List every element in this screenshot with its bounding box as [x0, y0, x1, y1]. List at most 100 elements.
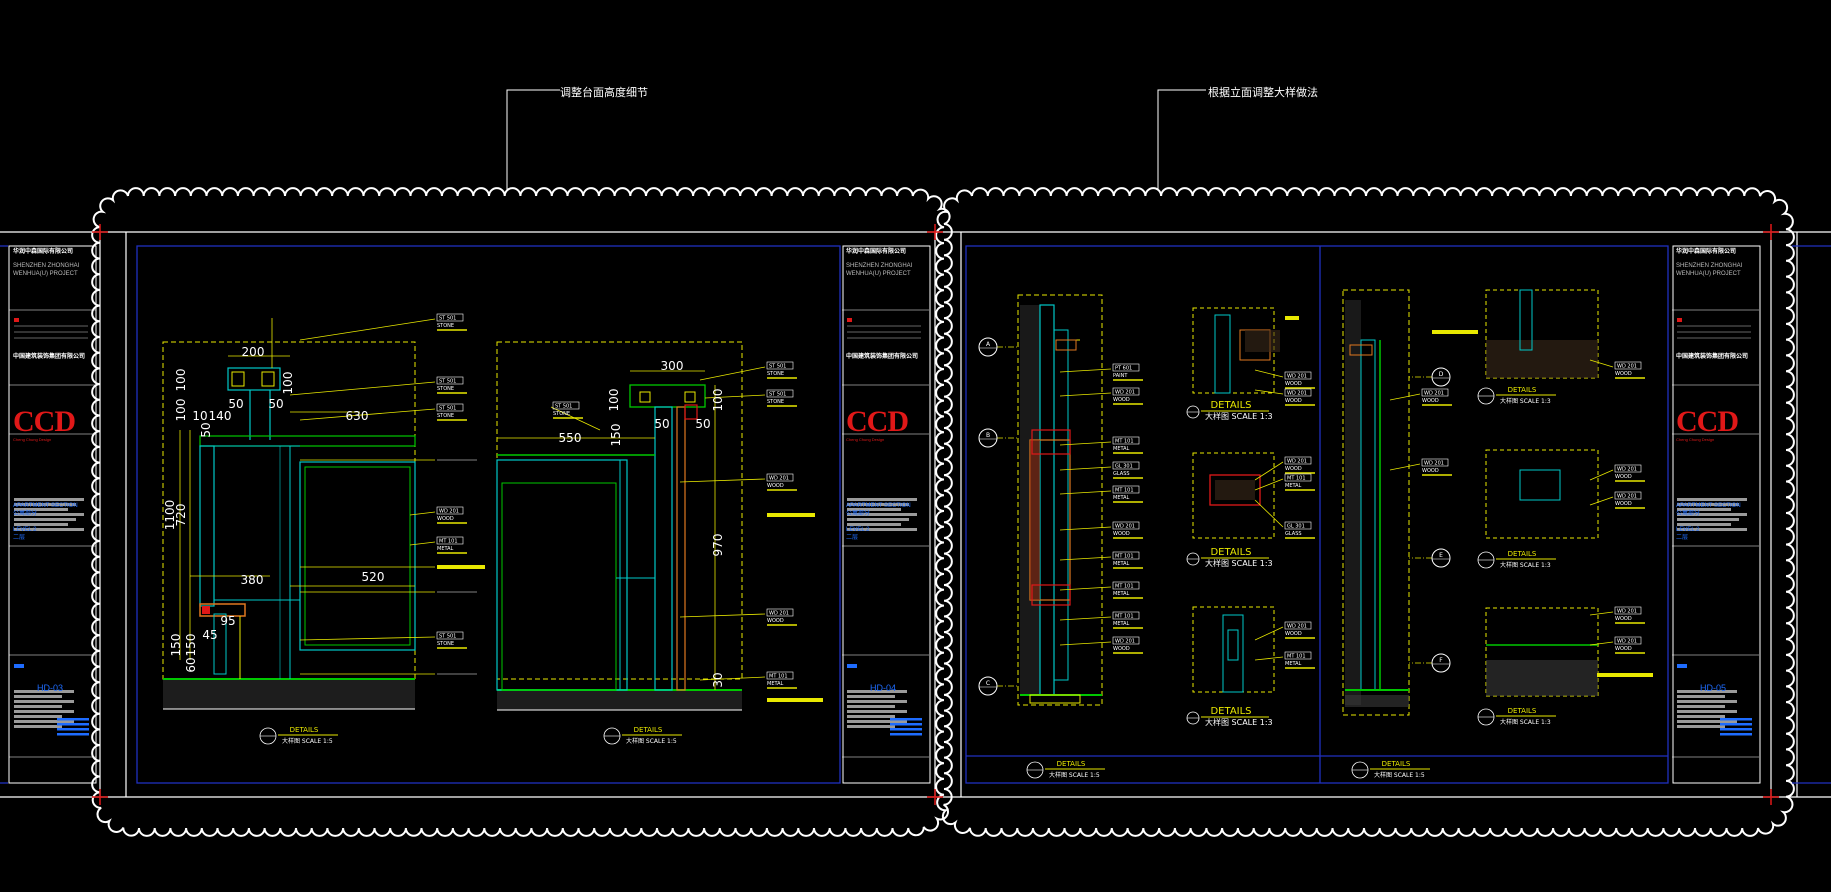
tb-sheet-code: HD-03 — [37, 683, 64, 693]
callout-tag-code: MT 101 — [1115, 584, 1134, 590]
tb-text-bar — [847, 518, 909, 521]
tb-blue-bar — [57, 718, 89, 721]
tb-section-en: APARTMENT SECTION — [13, 503, 78, 509]
leader-line — [1059, 490, 1112, 495]
tb-level-zh: 二层 — [13, 535, 26, 541]
callout-tag-material: WOOD — [1615, 646, 1632, 652]
dimension-label: 50 — [228, 397, 243, 411]
callout-tag-material: METAL — [1113, 446, 1130, 452]
dimension-label: 95 — [220, 614, 235, 628]
dimension-label: 100 — [607, 389, 621, 412]
tb-text-bar — [14, 523, 68, 526]
detail-title-scale: 大样图 SCALE 1:3 — [1500, 718, 1551, 726]
callout-tag-box — [1112, 636, 1140, 645]
grid-bubble — [978, 337, 998, 357]
tb-text-bar — [1677, 710, 1737, 713]
callout-tag-box — [766, 473, 794, 482]
title-block-frames — [8, 245, 1761, 784]
leader-line — [1059, 586, 1112, 591]
leader-line — [1059, 368, 1112, 373]
leader-line — [1254, 478, 1284, 491]
detail-title-en: DETAILS — [290, 726, 319, 734]
tb-text-bar — [847, 705, 895, 708]
tb-blue-bar — [890, 718, 922, 721]
tb-blue-bar — [1720, 728, 1752, 731]
dimension-label: 300 — [661, 359, 684, 373]
tb-text-bar — [1677, 513, 1747, 516]
callout-tag-code: WD 201 — [1617, 609, 1637, 615]
grid-bubble-label: D — [1439, 371, 1444, 378]
dimension-label: 520 — [362, 570, 385, 584]
callout-tag-code: WD 201 — [1287, 391, 1307, 397]
tb-text-bar — [847, 498, 917, 501]
callout-tag-box — [1112, 387, 1140, 396]
dimension-label: 50 — [654, 417, 669, 431]
tb-client: 中国建筑装饰集团有限公司 — [13, 354, 86, 360]
annotation-leader-right — [1157, 89, 1206, 190]
grid-bubble-label: B — [986, 432, 990, 439]
dimension-label: 720 — [174, 504, 188, 527]
tb-text-bar — [847, 715, 895, 718]
dimension-label: 50 — [268, 397, 283, 411]
tb-client: 中国建筑装饰集团有限公司 — [1676, 354, 1749, 360]
note-highlight-bar — [767, 698, 823, 702]
tb-section-zh: 公寓部分 — [1676, 511, 1701, 517]
callout-tag-material: STONE — [437, 323, 454, 329]
tb-text-bar — [1677, 523, 1731, 526]
callout-tag-box — [1112, 363, 1140, 372]
callout-tag-material: WOOD — [1615, 474, 1632, 480]
ccd-logo-sub: Cheng Chung Design — [13, 437, 52, 442]
callout-tag-code: WD 201 — [769, 476, 789, 482]
callout-tag-box — [436, 376, 464, 385]
tb-section-zh: 公寓部分 — [846, 511, 871, 517]
tb-text-bar — [14, 513, 84, 516]
callout-tag-code: WD 201 — [1617, 494, 1637, 500]
leader-line — [679, 613, 766, 618]
callout-tag-material: METAL — [1113, 495, 1130, 501]
sheet-borders — [0, 231, 1831, 798]
callout-tag-material: METAL — [1113, 561, 1130, 567]
tb-text-bar — [847, 725, 895, 728]
leader-line — [299, 636, 436, 641]
tb-text-bar — [847, 710, 907, 713]
grid-bubble — [1431, 548, 1451, 568]
callout-tag-material: STONE — [437, 641, 454, 647]
detail-title-scale: 大样图 SCALE 1:5 — [1049, 771, 1100, 779]
dimension-label: 970 — [711, 534, 725, 557]
callout-tag-material: WOOD — [1113, 397, 1130, 403]
callout-tag-code: MT 101 — [1115, 439, 1134, 445]
tb-client: 中国建筑装饰集团有限公司 — [846, 354, 919, 360]
leader-line — [1059, 641, 1112, 646]
leader-line — [1254, 389, 1284, 395]
dimension-label: 380 — [241, 573, 264, 587]
dimension-label: 10 — [192, 409, 207, 423]
callout-tag-box — [1112, 581, 1140, 590]
tb-blue-bar — [1720, 718, 1752, 721]
callout-tag-material: WOOD — [1285, 466, 1302, 472]
leader-line — [1589, 469, 1614, 481]
note-highlight-bar — [1597, 673, 1653, 677]
callout-tag-box — [1112, 436, 1140, 445]
tb-level-en: LEVEL 2 — [846, 527, 870, 533]
leader-line — [409, 511, 436, 516]
detail-title-en: DETAILS — [1508, 707, 1537, 715]
tb-text-bar — [14, 705, 62, 708]
callout-tag-material: WOOD — [1113, 531, 1130, 537]
leader-line — [1059, 392, 1112, 397]
leader-line — [1059, 556, 1112, 561]
callout-tag-box — [1112, 485, 1140, 494]
callout-tag-code: WD 201 — [439, 509, 459, 515]
tb-text-bar — [14, 710, 74, 713]
leader-line — [299, 408, 436, 421]
tb-blue-bar — [14, 664, 24, 668]
tb-red-mark — [1677, 318, 1682, 322]
detail-title-scale: 大样图 SCALE 1:5 — [626, 737, 677, 745]
tb-text-bar — [14, 715, 62, 718]
tb-section-zh: 公寓部分 — [13, 511, 38, 517]
tb-text-bar — [847, 695, 895, 698]
callout-tag-material: WOOD — [767, 483, 784, 489]
dimension-label: 200 — [242, 345, 265, 359]
callout-tag-box — [1284, 371, 1312, 380]
callout-tag-code: MT 101 — [1115, 488, 1134, 494]
